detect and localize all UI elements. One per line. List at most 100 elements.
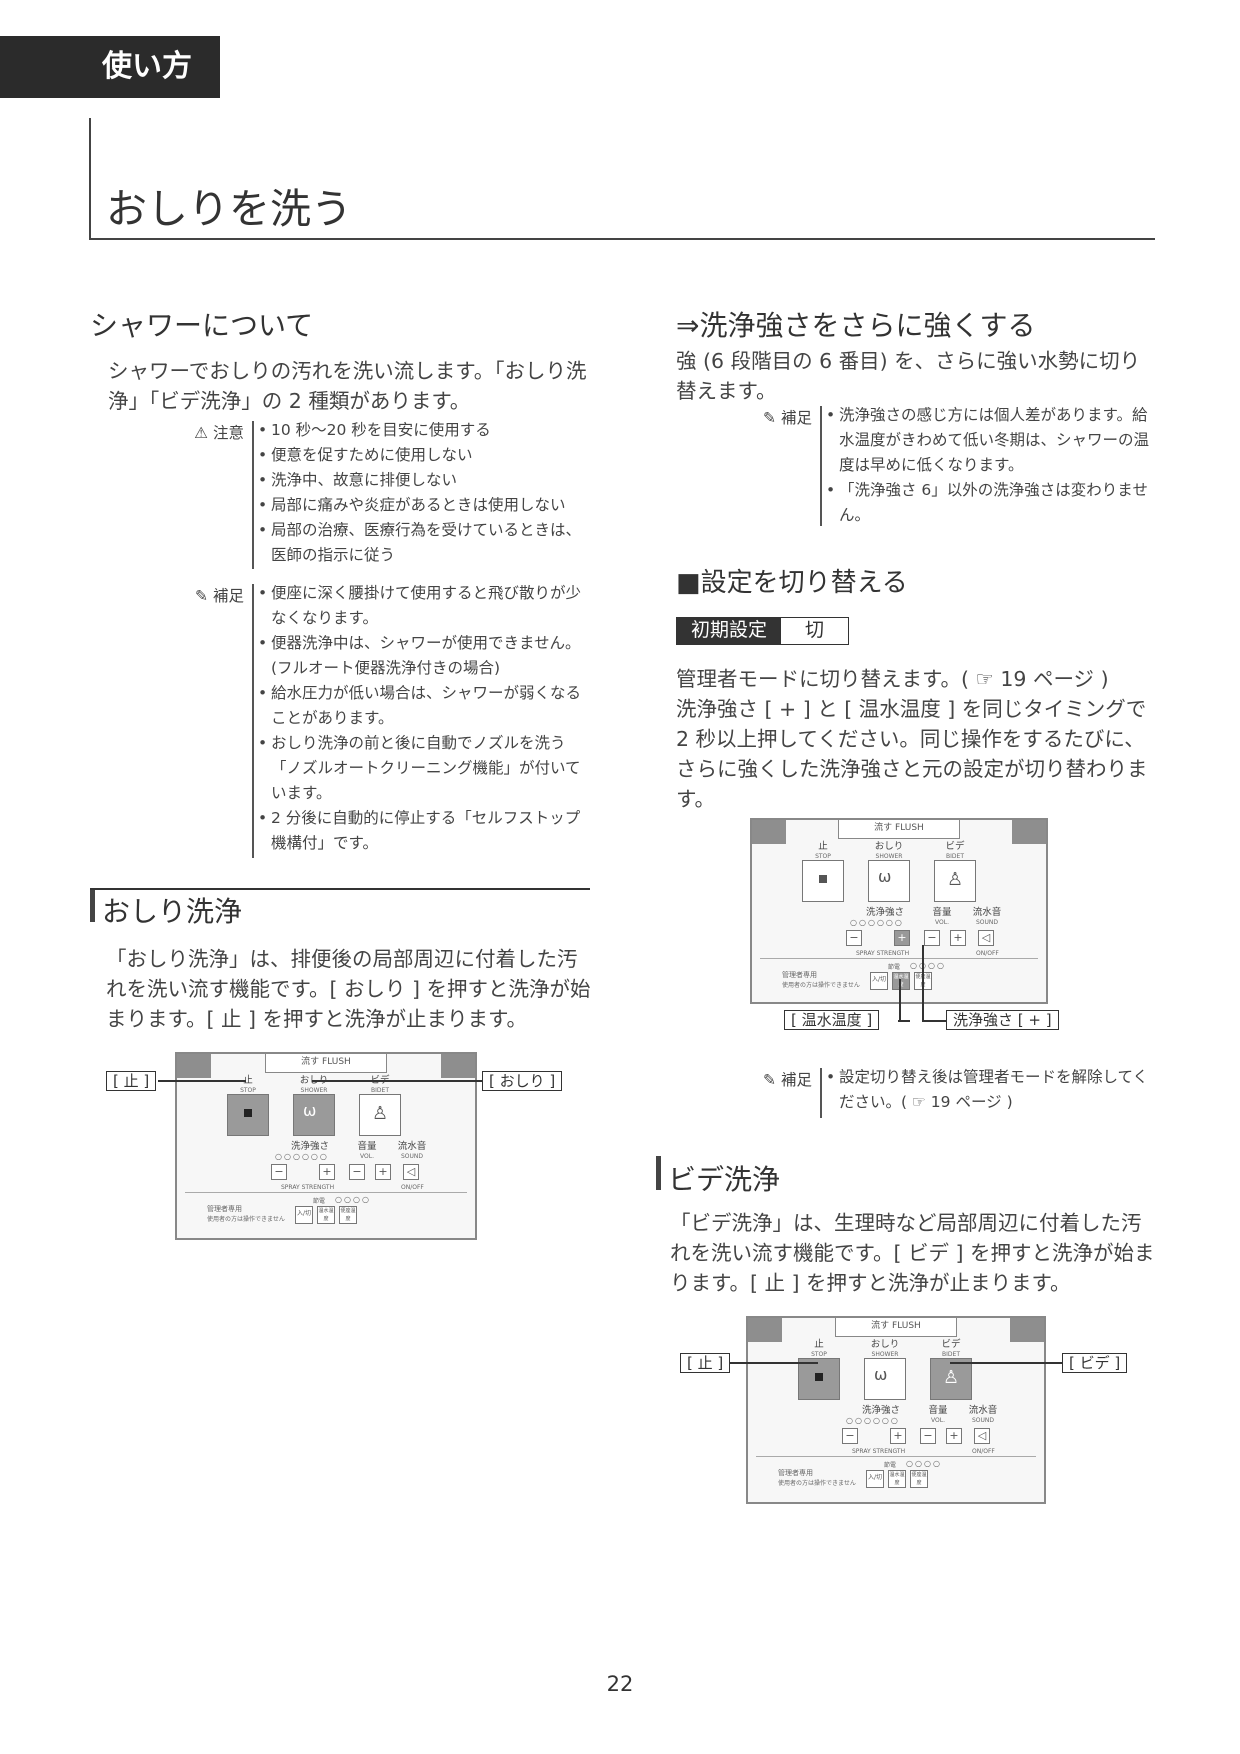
volume-plus-button[interactable]: + (375, 1164, 391, 1180)
volume-plus-button[interactable]: + (946, 1428, 962, 1444)
stronger-heading: ⇒洗浄強さをさらに強くする (676, 309, 1036, 342)
admin-note: 使用者の方は操作できません (778, 1480, 856, 1487)
bidet-heading: ビデ洗浄 (668, 1163, 781, 1196)
seat-temp-button[interactable]: 便座温度 (339, 1206, 357, 1224)
panel-corner (1012, 820, 1046, 844)
strength-plus-button[interactable]: + (319, 1164, 335, 1180)
bidet-body: 「ビデ洗浄」は、生理時など局部周辺に付着した汚れを洗い流す機能です。[ ビデ ]… (670, 1211, 1155, 1295)
page-title: おしりを洗う (106, 185, 352, 233)
strength-caption: 洗浄強さ (861, 1405, 900, 1416)
auto-button[interactable]: 入/切 (866, 1470, 884, 1488)
shower-button[interactable]: ѡ (293, 1094, 335, 1136)
seat-temp-button[interactable]: 便座温度 (910, 1470, 928, 1488)
onoff-caption: ON/OFF (976, 950, 999, 957)
stop-icon (244, 1109, 252, 1117)
note-list: 洗浄強さの感じ方には個人差があります。給水温度がきわめて低い冬期は、シャワーの温… (826, 403, 1156, 528)
shower-heading: シャワーについて (90, 309, 314, 342)
volume-minus-button[interactable]: − (924, 930, 940, 946)
shower-body: シャワーでおしりの汚れを洗い流します。「おしり洗浄」「ビデ洗浄」の 2 種類があ… (108, 359, 587, 413)
list-item: 局部の治療、医療行為を受けているときは、医師の指示に従う (258, 518, 588, 568)
bidet-button[interactable]: ♙ (930, 1358, 972, 1400)
panel-divider (760, 958, 1038, 959)
title-underline (89, 238, 1155, 240)
panel-corner (1010, 1318, 1044, 1342)
power-caption: 節電 (313, 1198, 326, 1205)
note-bar (252, 584, 254, 858)
panel-corner (441, 1054, 475, 1078)
auto-button[interactable]: 入/切 (870, 972, 888, 990)
title-vertical-rule (89, 118, 91, 240)
auto-button[interactable]: 入/切 (295, 1206, 313, 1224)
sound-button[interactable]: ◁ (978, 930, 994, 946)
list-item: 洗浄中、故意に排便しない (258, 468, 588, 493)
stop-button[interactable] (798, 1358, 840, 1400)
list-item: 設定切り替え後は管理者モードを解除してください。( ☞ 19 ページ ) (826, 1065, 1156, 1115)
water-temp-button[interactable]: 温水温度 (317, 1206, 335, 1224)
strength-minus-button[interactable]: − (271, 1164, 287, 1180)
caution-list: 10 秒〜20 秒を目安に使用する 便意を促すために使用しない 洗浄中、故意に排… (258, 418, 588, 568)
pencil-icon: ✎ (763, 1071, 777, 1089)
shower-button[interactable]: ѡ (864, 1358, 906, 1400)
admin-note: 使用者の方は操作できません (782, 982, 860, 989)
admin-note: 使用者の方は操作できません (207, 1216, 285, 1223)
power-dots: ○○○○ (335, 1195, 371, 1204)
page-number: 22 (606, 1672, 634, 1696)
note-label: ✎ 補足 (763, 409, 812, 427)
stop-icon (819, 875, 827, 883)
strength-plus-button[interactable]: + (894, 930, 910, 946)
shower-icon: ѡ (874, 1365, 888, 1384)
callout-line (922, 1020, 948, 1022)
power-caption: 節電 (884, 1462, 897, 1469)
list-item: 局部に痛みや炎症があるときは使用しない (258, 493, 588, 518)
strength-minus-button[interactable]: − (846, 930, 862, 946)
caution-label: ⚠ 注意 (194, 424, 244, 442)
strength-dots: ○○○○○○ (850, 918, 904, 927)
bidet-button[interactable]: ♙ (934, 860, 976, 902)
pencil-icon: ✎ (195, 587, 209, 605)
note-list: 設定切り替え後は管理者モードを解除してください。( ☞ 19 ページ ) (826, 1065, 1156, 1115)
setting-body: 管理者モードに切り替えます。( ☞ 19 ページ ) 洗浄強さ [ + ] と … (676, 667, 1148, 811)
callout-bidet: [ ビデ ] (1062, 1353, 1128, 1373)
sound-button[interactable]: ◁ (403, 1164, 419, 1180)
note-list: 便座に深く腰掛けて使用すると飛び散りが少なくなります。 便器洗浄中は、シャワーが… (258, 581, 586, 856)
shower-button[interactable]: ѡ (868, 860, 910, 902)
sound-button[interactable]: ◁ (974, 1428, 990, 1444)
stronger-body: 強 (6 段階目の 6 番目) を、さらに強い水勢に切り替えます。 (676, 349, 1141, 403)
strength-plus-button[interactable]: + (890, 1428, 906, 1444)
strength-dots: ○○○○○○ (846, 1416, 900, 1425)
water-temp-button[interactable]: 温水温度 (892, 972, 910, 990)
list-item: 「洗浄強さ 6」以外の洗浄強さは変わりません。 (826, 478, 1156, 528)
volume-minus-button[interactable]: − (920, 1428, 936, 1444)
callout-stop: [ 止 ] (106, 1071, 157, 1091)
flush-label: 流す FLUSH (838, 820, 960, 839)
stop-button[interactable] (227, 1094, 269, 1136)
note-bar (820, 406, 822, 526)
admin-caption: 管理者専用 (782, 971, 817, 979)
pencil-icon: ✎ (763, 409, 777, 427)
bidet-button[interactable]: ♙ (359, 1094, 401, 1136)
callout-line (899, 979, 901, 1021)
onoff-caption: ON/OFF (401, 1184, 424, 1191)
volume-plus-button[interactable]: + (950, 930, 966, 946)
list-item: 洗浄強さの感じ方には個人差があります。給水温度がきわめて低い冬期は、シャワーの温… (826, 403, 1156, 478)
flush-label: 流す FLUSH (835, 1318, 957, 1337)
oshiri-heading: おしり洗浄 (102, 895, 243, 928)
section-marker (656, 1156, 661, 1190)
volume-minus-button[interactable]: − (349, 1164, 365, 1180)
callout-strength: 洗浄強さ [ + ] (946, 1010, 1059, 1030)
strength-en-caption: SPRAY STRENGTH (852, 1448, 906, 1455)
setting-heading: ■設定を切り替える (676, 568, 908, 598)
power-dots: ○○○○ (906, 1459, 942, 1468)
section-tab: 使い方 (0, 36, 220, 98)
stop-button[interactable] (802, 860, 844, 902)
oshiri-body: 「おしり洗浄」は、排便後の局部周辺に付着した汚れを洗い流す機能です。[ おしり … (106, 947, 591, 1031)
strength-minus-button[interactable]: − (842, 1428, 858, 1444)
water-temp-button[interactable]: 温水温度 (888, 1470, 906, 1488)
